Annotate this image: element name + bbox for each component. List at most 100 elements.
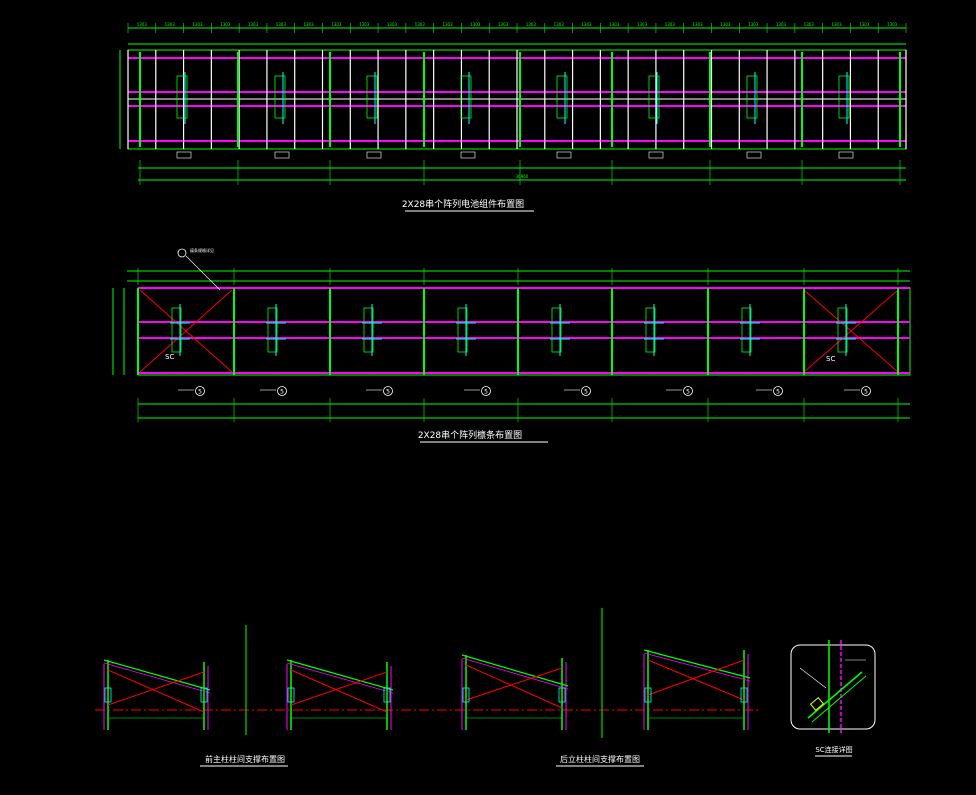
base-plate bbox=[200, 687, 208, 703]
purlin-joint bbox=[838, 75, 850, 119]
purlin-joint bbox=[837, 307, 848, 353]
plan-mid-title: 2X28串个阵列檩条布置图 bbox=[418, 429, 522, 441]
tag-box bbox=[648, 151, 664, 159]
tag-box bbox=[274, 151, 290, 159]
cross-bracing-left bbox=[139, 289, 233, 373]
callout-leader bbox=[185, 255, 221, 291]
dimension-text: 1303 bbox=[442, 22, 453, 27]
base-plate bbox=[740, 687, 748, 703]
sc-label-right: SC bbox=[826, 355, 835, 363]
purlin-joint bbox=[741, 307, 752, 353]
rafter-edge bbox=[103, 662, 211, 694]
frame-lines bbox=[137, 268, 899, 422]
brace bbox=[290, 669, 388, 713]
rafter bbox=[286, 659, 394, 691]
sc-connection-detail: SC连接详图 bbox=[790, 640, 876, 757]
section-tag-number: 5 bbox=[584, 389, 588, 396]
brace bbox=[107, 669, 205, 713]
purlin-joint bbox=[363, 307, 374, 353]
dimension-text: 1303 bbox=[859, 22, 870, 27]
overall-dimension-text: 36960 bbox=[516, 174, 529, 179]
purlin-joint bbox=[551, 307, 562, 353]
purlin-joint bbox=[171, 307, 182, 353]
base-plate bbox=[383, 687, 391, 703]
dimension-text: 1303 bbox=[720, 22, 731, 27]
callout-circle bbox=[177, 248, 187, 258]
dimension-text: 1303 bbox=[165, 22, 176, 27]
purlin-joint bbox=[176, 75, 188, 119]
base-plate bbox=[462, 687, 470, 703]
section-tag-circle bbox=[277, 386, 287, 396]
dimension-text: 1303 bbox=[220, 22, 231, 27]
rafter bbox=[461, 654, 569, 687]
detail-gusset-plate bbox=[809, 697, 825, 711]
base-plate bbox=[558, 687, 566, 703]
tag-box bbox=[176, 151, 192, 159]
purlin-joint bbox=[366, 75, 378, 119]
base-plate bbox=[287, 687, 295, 703]
dimension-text: 1303 bbox=[137, 22, 148, 27]
section-tag-circle bbox=[861, 386, 871, 396]
purlin-joint bbox=[648, 75, 660, 119]
dimension-text: 1303 bbox=[526, 22, 537, 27]
dimension-text: 1303 bbox=[498, 22, 509, 27]
section-tag-number: 5 bbox=[198, 389, 202, 396]
section-tag-circle bbox=[481, 386, 491, 396]
brace bbox=[647, 659, 745, 696]
rafter-edge bbox=[643, 652, 751, 682]
section-tag-circle bbox=[581, 386, 591, 396]
sc-label-left: SC bbox=[165, 353, 174, 361]
dimension-text: 1303 bbox=[192, 22, 203, 27]
base-plate bbox=[644, 687, 652, 703]
dimension-text: 1303 bbox=[415, 22, 426, 27]
bracing-sections: 前主柱柱间支撑布置图 后立柱柱间支撑布置图 bbox=[95, 608, 760, 767]
frame-lines bbox=[139, 52, 901, 185]
dimension-text: 1303 bbox=[637, 22, 648, 27]
dimension-text: 1303 bbox=[665, 22, 676, 27]
section-tag-number: 5 bbox=[776, 389, 780, 396]
detail-border bbox=[790, 644, 876, 730]
purlin-joint bbox=[746, 75, 758, 119]
dimension-text: 1303 bbox=[470, 22, 481, 27]
base-plate bbox=[104, 687, 112, 703]
brace bbox=[465, 667, 563, 701]
tag-box bbox=[838, 151, 854, 159]
section-tag-number: 5 bbox=[484, 389, 488, 396]
tag-box bbox=[366, 151, 382, 159]
detail-brace-edge bbox=[811, 675, 867, 723]
dimension-text: 1303 bbox=[887, 22, 898, 27]
cross-bracing-right bbox=[803, 289, 899, 373]
tag-box bbox=[746, 151, 762, 159]
rafter-edge bbox=[461, 657, 569, 690]
dimension-text: 1303 bbox=[387, 22, 398, 27]
dimension-text: 1303 bbox=[276, 22, 287, 27]
section-tag-circle bbox=[683, 386, 693, 396]
plan-top-title: 2X28串个阵列电池组件布置图 bbox=[402, 198, 524, 210]
dimension-text: 1303 bbox=[693, 22, 704, 27]
section-tag-circle bbox=[195, 386, 205, 396]
dimension-text: 1303 bbox=[581, 22, 592, 27]
section-rear-title: 后立柱柱间支撑布置图 bbox=[560, 754, 640, 764]
tag-box bbox=[460, 151, 476, 159]
section-tag-number: 5 bbox=[864, 389, 868, 396]
section-tag-circle bbox=[383, 386, 393, 396]
purlin-joint bbox=[460, 75, 472, 119]
dimension-text: 1303 bbox=[609, 22, 620, 27]
brace bbox=[290, 671, 388, 706]
rafter bbox=[103, 659, 211, 691]
brace bbox=[107, 671, 205, 706]
dimension-text: 1303 bbox=[248, 22, 259, 27]
dimension-text: 1303 bbox=[359, 22, 370, 27]
module-layout-plan: 1303 1303 1303 1303 1303 1303 1303 1303 1303 1303… bbox=[119, 22, 907, 212]
rafter-edge bbox=[286, 662, 394, 694]
callout-text: 檩条规格详见 bbox=[190, 247, 214, 253]
dimension-text: 1303 bbox=[748, 22, 759, 27]
detail-leader bbox=[799, 667, 827, 689]
section-tag-circle bbox=[773, 386, 783, 396]
section-tag-number: 5 bbox=[686, 389, 690, 396]
dimension-text: 1303 bbox=[831, 22, 842, 27]
